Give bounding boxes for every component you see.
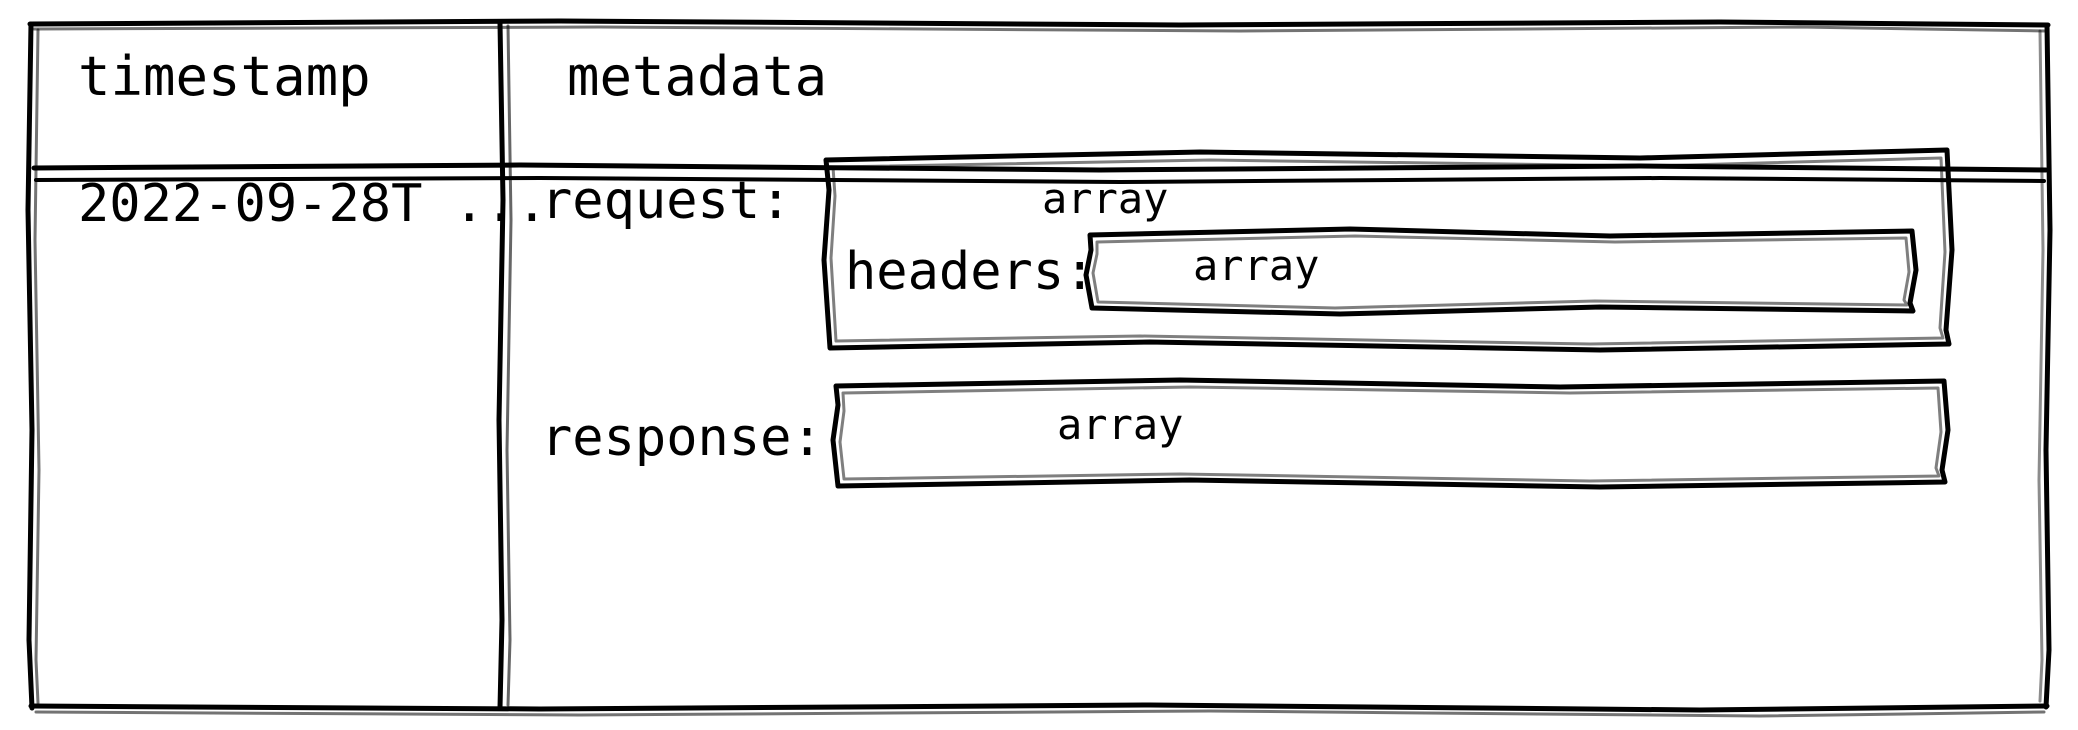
- cell-timestamp-value: 2022-09-28T ...: [78, 174, 548, 234]
- table-right-border-2: [2037, 29, 2045, 703]
- table-top-border-2: [32, 25, 2048, 33]
- column-header-timestamp: timestamp: [78, 45, 371, 108]
- field-label-request: request:: [541, 171, 792, 231]
- table-bottom-border: [28, 702, 2050, 713]
- table-left-border-2: [33, 28, 41, 705]
- response-array-box: [830, 377, 1951, 490]
- table-bottom-border-2: [34, 709, 2046, 718]
- response-array-box-2: [838, 385, 1943, 483]
- table-left-border: [25, 21, 35, 711]
- column-divider: [496, 20, 506, 711]
- table-right-border: [2043, 22, 2053, 710]
- type-label-headers-array: array: [1193, 241, 1320, 290]
- column-header-metadata: metadata: [567, 45, 828, 108]
- type-label-response-array: array: [1057, 400, 1184, 449]
- field-label-response: response:: [541, 408, 823, 468]
- type-label-request-array: array: [1042, 174, 1169, 223]
- table-top-border: [27, 18, 2051, 28]
- field-label-headers: headers:: [845, 242, 1096, 302]
- header-separator-line-1: [31, 162, 2049, 173]
- column-divider-2: [505, 24, 513, 707]
